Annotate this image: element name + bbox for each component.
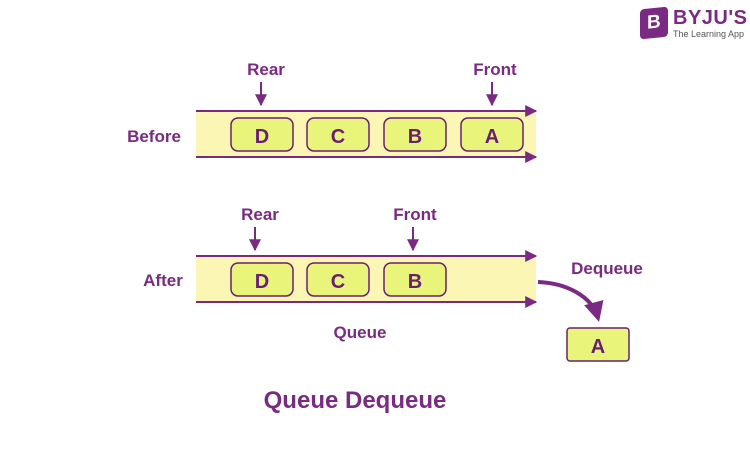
before-front-label: Front (473, 60, 517, 79)
before-item-box-rect (230, 117, 294, 152)
dequeued-item-box-rect (566, 327, 630, 362)
before-item-box-rect (383, 117, 447, 152)
after-item-box-rect (306, 262, 370, 297)
before-item-label: A (485, 126, 499, 148)
before-row-label: Before (127, 127, 181, 146)
after-front-label: Front (393, 205, 437, 224)
brand-tagline: The Learning App (673, 29, 745, 39)
after-item-label: C (331, 271, 345, 293)
dequeued-item-box: A (566, 327, 630, 362)
before-item-box-rect (306, 117, 370, 152)
before-item-label: D (255, 126, 269, 148)
after-item-label: B (408, 271, 422, 293)
after-queue: After Rear Front D C B Queue (143, 205, 538, 342)
dequeued-item-label: A (591, 336, 605, 358)
dequeue-operation: Dequeue A (537, 259, 643, 362)
after-row-label: After (143, 271, 183, 290)
before-item-box: A (460, 117, 524, 152)
after-item-box-rect (230, 262, 294, 297)
after-item-box: C (306, 262, 370, 297)
before-item-label: B (408, 126, 422, 148)
before-item-box: C (306, 117, 370, 152)
before-item-label: C (331, 126, 345, 148)
after-item-label: D (255, 271, 269, 293)
queue-label: Queue (334, 323, 387, 342)
dequeue-curved-arrow (537, 280, 604, 322)
after-item-box: B (383, 262, 447, 297)
byjus-logo: B BYJU'S The Learning App (640, 6, 748, 42)
after-rear-label: Rear (241, 205, 279, 224)
diagram-title: Queue Dequeue (264, 387, 447, 414)
after-item-box: D (230, 262, 294, 297)
before-item-box: B (383, 117, 447, 152)
dequeue-label: Dequeue (571, 259, 643, 278)
brand-name: BYJU'S (673, 7, 748, 29)
before-rear-label: Rear (247, 60, 285, 79)
before-queue: Before Rear Front D C B A (127, 60, 538, 163)
before-item-box-rect (460, 117, 524, 152)
before-item-box: D (230, 117, 294, 152)
after-item-box-rect (383, 262, 447, 297)
